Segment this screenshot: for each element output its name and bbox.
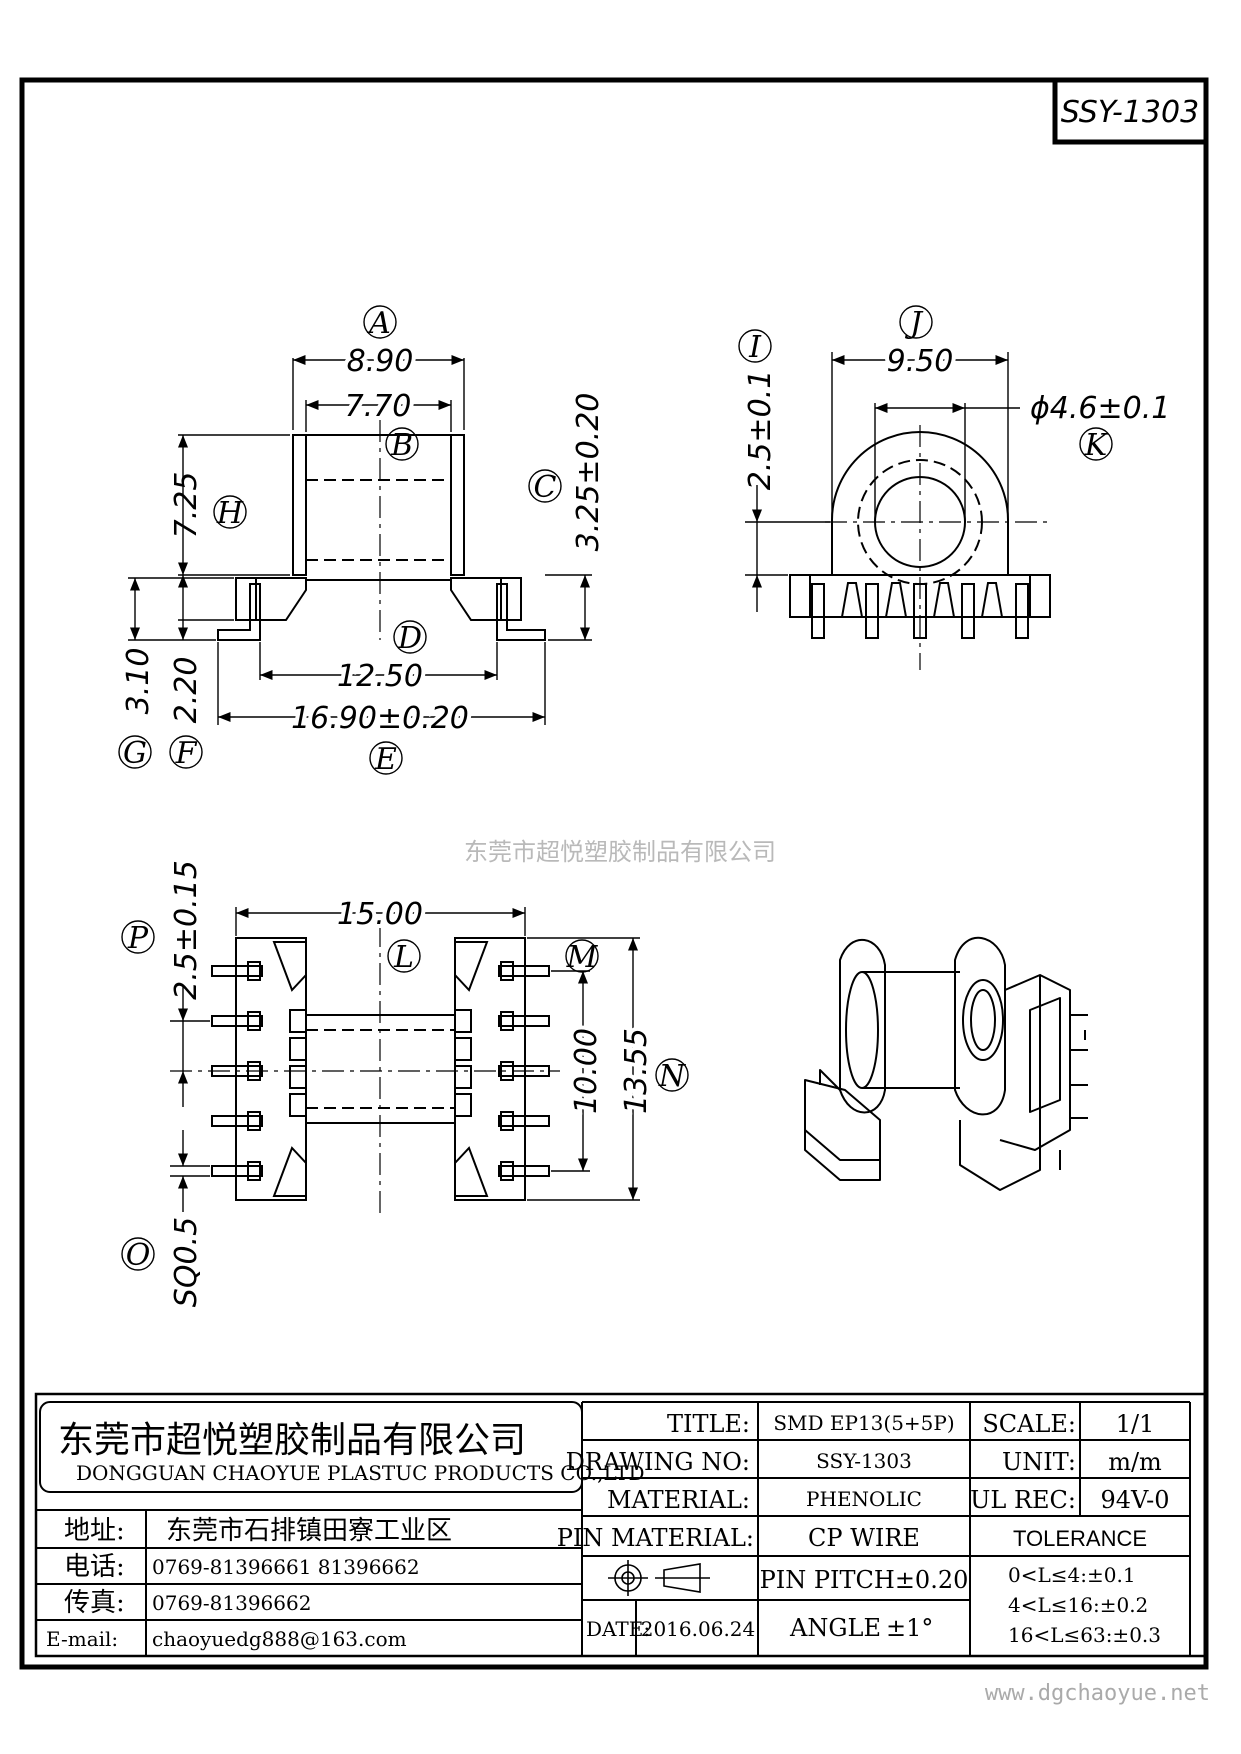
dim-B: 7.70 — [345, 389, 412, 424]
material-value: PHENOLIC — [806, 1487, 922, 1511]
unit-label: UNIT: — [1002, 1448, 1076, 1476]
dim-O: SQ0.5 — [169, 1217, 204, 1307]
label-N: N — [658, 1059, 687, 1094]
label-P: P — [127, 921, 149, 956]
email-label: E-mail: — [46, 1627, 118, 1651]
bottom-view-text: 15.00 L M 10.00 13.55 N P 2.5±0.15 O SQ0… — [121, 860, 689, 1307]
label-A: A — [366, 306, 391, 341]
dim-M: 10.00 — [569, 1028, 604, 1114]
date-label: DATE: — [586, 1617, 650, 1641]
label-M: M — [566, 940, 599, 975]
scale-label: SCALE: — [982, 1410, 1076, 1438]
fax-value: 0769-81396662 — [152, 1591, 311, 1615]
angle-value: ±1° — [886, 1614, 933, 1642]
tolerance-row-1: 0<L≤4:±0.1 — [1008, 1563, 1136, 1587]
company-name-en: DONGGUAN CHAOYUE PLASTUC PRODUCTS CO.,LT… — [76, 1461, 645, 1485]
date-value: 2016.06.24 — [641, 1617, 756, 1641]
dim-D: 12.50 — [337, 659, 423, 694]
email-value: chaoyuedg888@163.com — [152, 1627, 407, 1651]
label-I: I — [748, 330, 762, 365]
dim-P: 2.5±0.15 — [169, 860, 204, 1000]
front-view-text: A 8.90 7.70 B H 7.25 C 3.25±0.20 D 12.50… — [118, 305, 606, 777]
label-F: F — [175, 736, 198, 771]
pin-material-label: PIN MATERIAL: — [557, 1524, 754, 1552]
address-label: 地址: — [64, 1516, 125, 1546]
title-value: SMD EP13(5+5P) — [773, 1411, 954, 1435]
front-view-dims — [128, 354, 592, 725]
dim-F: 2.20 — [169, 657, 204, 724]
label-C: C — [534, 470, 557, 505]
title-block-text: 东莞市超悦塑胶制品有限公司 DONGGUAN CHAOYUE PLASTUC P… — [46, 1410, 1170, 1651]
dim-E: 16.90±0.20 — [291, 701, 469, 736]
dim-G: 3.10 — [121, 648, 156, 715]
dim-A: 8.90 — [347, 344, 414, 379]
bottom-view-dims — [170, 907, 640, 1212]
front-view — [217, 420, 546, 641]
label-H: H — [216, 496, 244, 531]
tolerance-title: TOLERANCE — [1013, 1526, 1147, 1551]
side-view-text: J 9.50 ϕ4.6±0.1 K I 2.5±0.1 — [738, 305, 1170, 491]
label-K: K — [1084, 428, 1109, 463]
dim-I: 2.5±0.1 — [743, 370, 778, 491]
dim-N: 13.55 — [619, 1028, 654, 1114]
fax-label: 传真: — [64, 1588, 125, 1618]
dim-H: 7.25 — [169, 472, 204, 539]
sheet-border — [19, 77, 1209, 1670]
side-view — [789, 425, 1051, 670]
label-O: O — [126, 1238, 151, 1273]
label-E: E — [374, 742, 397, 777]
title-label: TITLE: — [667, 1410, 750, 1438]
label-B: B — [390, 428, 413, 463]
isometric-view — [804, 936, 1088, 1191]
scale-value: 1/1 — [1116, 1410, 1155, 1438]
watermark-url: www.dgchaoyue.net — [985, 1681, 1210, 1706]
title-block — [34, 1392, 1208, 1658]
bottom-view — [170, 925, 560, 1215]
address-value: 东莞市石排镇田寮工业区 — [166, 1516, 452, 1546]
label-G: G — [123, 736, 147, 771]
pin-material-value: CP WIRE — [808, 1524, 920, 1552]
tolerance-row-3: 16<L≤63:±0.3 — [1008, 1623, 1161, 1647]
third-angle-projection-icon — [608, 1560, 710, 1596]
watermark-company: 东莞市超悦塑胶制品有限公司 — [464, 838, 776, 866]
tolerance-row-2: 4<L≤16:±0.2 — [1008, 1593, 1148, 1617]
company-name-cn: 东莞市超悦塑胶制品有限公司 — [58, 1420, 526, 1461]
material-label: MATERIAL: — [607, 1486, 750, 1514]
unit-value: m/m — [1108, 1448, 1162, 1476]
ul-rec-value: 94V-0 — [1100, 1486, 1169, 1514]
phone-value: 0769-81396661 81396662 — [152, 1555, 420, 1579]
dim-L: 15.00 — [337, 897, 423, 932]
part-number: SSY-1303 — [1061, 95, 1199, 130]
drawing-no-value: SSY-1303 — [816, 1449, 912, 1473]
dim-J: 9.50 — [887, 344, 954, 379]
label-D: D — [397, 621, 422, 656]
dim-K: ϕ4.6±0.1 — [1030, 391, 1170, 426]
side-view-dims — [745, 352, 1020, 612]
part-number-box: SSY-1303 — [1052, 77, 1209, 145]
ul-rec-label: UL REC: — [970, 1486, 1076, 1514]
dim-C: 3.25±0.20 — [571, 393, 606, 552]
label-L: L — [393, 940, 414, 975]
angle-label: ANGLE — [789, 1614, 881, 1642]
pin-pitch: PIN PITCH±0.20 — [760, 1566, 969, 1594]
phone-label: 电话: — [64, 1552, 125, 1582]
drawing-no-label: DRAWING NO: — [566, 1448, 750, 1476]
